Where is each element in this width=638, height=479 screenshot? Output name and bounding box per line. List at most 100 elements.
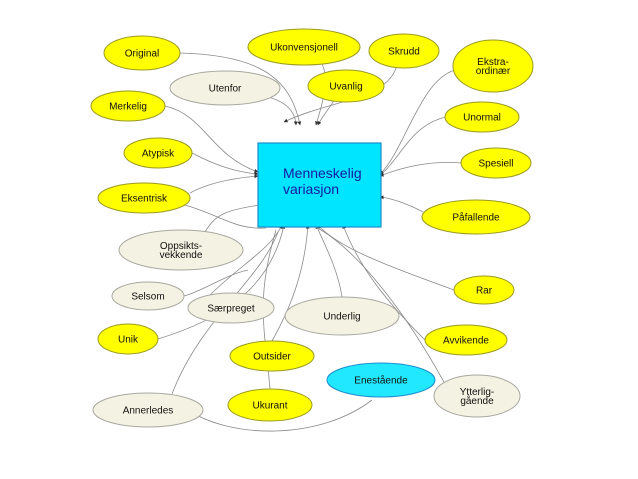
- connector-avvikende: [342, 224, 426, 341]
- connector-rar: [317, 224, 455, 291]
- node-label: Unik: [118, 335, 139, 346]
- node-original: Original: [103, 35, 181, 71]
- node-shape: [368, 33, 440, 69]
- node-label-line: gående: [460, 395, 494, 407]
- connectors: [157, 52, 462, 432]
- node-utenfor: Utenfor: [169, 70, 281, 106]
- node-pafallende: Påfallende: [421, 199, 531, 235]
- node-label-line: Enestående: [354, 375, 408, 387]
- node-label-line: Unormal: [463, 113, 501, 124]
- node-saerpreget: Særpreget: [187, 292, 275, 324]
- node-label: Underlig: [323, 312, 360, 323]
- node-shape: [229, 340, 315, 372]
- node-label-line: Avvikende: [443, 336, 489, 347]
- central-concept-line: Menneskelig: [283, 165, 362, 181]
- node-label: Original: [125, 49, 159, 60]
- node-label: Ytterlig-gående: [460, 387, 494, 407]
- node-label-line: Skrudd: [388, 47, 420, 58]
- node-shape: [460, 147, 532, 179]
- node-label: Ukurant: [252, 401, 287, 412]
- node-selsom: Selsom: [111, 281, 185, 311]
- connector-annerledes-b: [184, 399, 373, 432]
- node-uvanlig: Uvanlig: [307, 69, 385, 103]
- node-label-line: Rar: [476, 286, 493, 297]
- connector-oppsiktsvekkende: [204, 204, 261, 233]
- node-label-line: Unik: [118, 335, 139, 346]
- node-unormal: Unormal: [444, 101, 520, 133]
- node-label: Avvikende: [443, 336, 489, 347]
- node-outsider: Outsider: [229, 340, 315, 372]
- node-ytterliggaende: Ytterlig-gående: [433, 374, 521, 418]
- node-label-line: Selsom: [131, 292, 164, 303]
- node-shape: [97, 182, 191, 214]
- node-ekstraordinaer: Ekstra-ordinær: [452, 39, 534, 93]
- node-shape: [452, 39, 534, 93]
- connector-spesiell: [379, 162, 462, 177]
- node-atypisk: Atypisk: [123, 137, 193, 169]
- connector-merkelig: [164, 105, 259, 173]
- connector-atypisk: [191, 152, 259, 176]
- node-label: Outsider: [253, 352, 291, 363]
- node-label: Selsom: [131, 292, 164, 303]
- node-shape: [111, 281, 185, 311]
- node-label: Ekstra-ordinær: [476, 57, 511, 77]
- node-label-line: Påfallende: [452, 212, 500, 224]
- node-shape: [307, 69, 385, 103]
- node-label-line: Ukurant: [252, 401, 287, 412]
- connector-eksentrisk-b: [184, 204, 267, 229]
- node-shape: [118, 229, 244, 271]
- node-unik: Unik: [97, 323, 159, 355]
- node-shape: [421, 199, 531, 235]
- node-label-line: Underlig: [323, 312, 360, 323]
- node-label: Utenfor: [209, 84, 242, 95]
- node-avvikende: Avvikende: [424, 324, 508, 356]
- node-label: Merkelig: [109, 102, 147, 113]
- node-shape: [103, 35, 181, 71]
- node-label-line: Ytterlig-: [460, 387, 494, 398]
- connector-original: [179, 52, 302, 126]
- node-oppsiktsvekkende: Oppsikts-vekkende: [118, 229, 244, 271]
- node-label-line: vekkende: [160, 250, 203, 261]
- node-label-line: Annerledes: [123, 406, 174, 417]
- node-label: Skrudd: [388, 47, 420, 58]
- node-label: Oppsikts-vekkende: [160, 241, 203, 261]
- node-label-line: Eksentrisk: [121, 194, 168, 205]
- node-label: Atypisk: [142, 149, 175, 160]
- connector-outsider: [271, 224, 310, 342]
- connector-eksentrisk: [189, 174, 259, 194]
- node-label-line: ordinær: [476, 66, 511, 77]
- node-shape: [97, 323, 159, 355]
- node-underlig: Underlig: [284, 296, 400, 336]
- node-rar: Rar: [453, 275, 515, 305]
- node-shape: [247, 28, 361, 66]
- connector-selsom: [183, 269, 249, 297]
- node-label-line: Original: [125, 49, 159, 60]
- node-label: Enestående: [354, 375, 408, 387]
- node-shape: [90, 90, 166, 122]
- node-shape: [92, 392, 204, 428]
- node-label-line: Atypisk: [142, 149, 175, 160]
- node-label: Annerledes: [123, 406, 174, 417]
- node-label-line: Spesiell: [478, 159, 513, 170]
- node-ukurant: Ukurant: [227, 388, 313, 422]
- connector-unormal: [379, 116, 447, 176]
- node-shape: [444, 101, 520, 133]
- node-label-line: Outsider: [253, 352, 291, 363]
- connector-pafallende: [379, 195, 424, 213]
- node-shape: [326, 362, 436, 398]
- node-annerledes: Annerledes: [92, 392, 204, 428]
- node-shape: [187, 292, 275, 324]
- node-shape: [123, 137, 193, 169]
- node-label-line: Utenfor: [209, 84, 242, 95]
- node-label: Spesiell: [478, 159, 513, 170]
- node-label: Rar: [476, 286, 493, 297]
- node-spesiell: Spesiell: [460, 147, 532, 179]
- node-label-line: Oppsikts-: [160, 241, 202, 252]
- central-concept-line: variasjon: [283, 181, 339, 197]
- node-enestaende: Enestående: [326, 362, 436, 398]
- node-eksentrisk: Eksentrisk: [97, 182, 191, 214]
- node-label-line: Ekstra-: [477, 57, 509, 68]
